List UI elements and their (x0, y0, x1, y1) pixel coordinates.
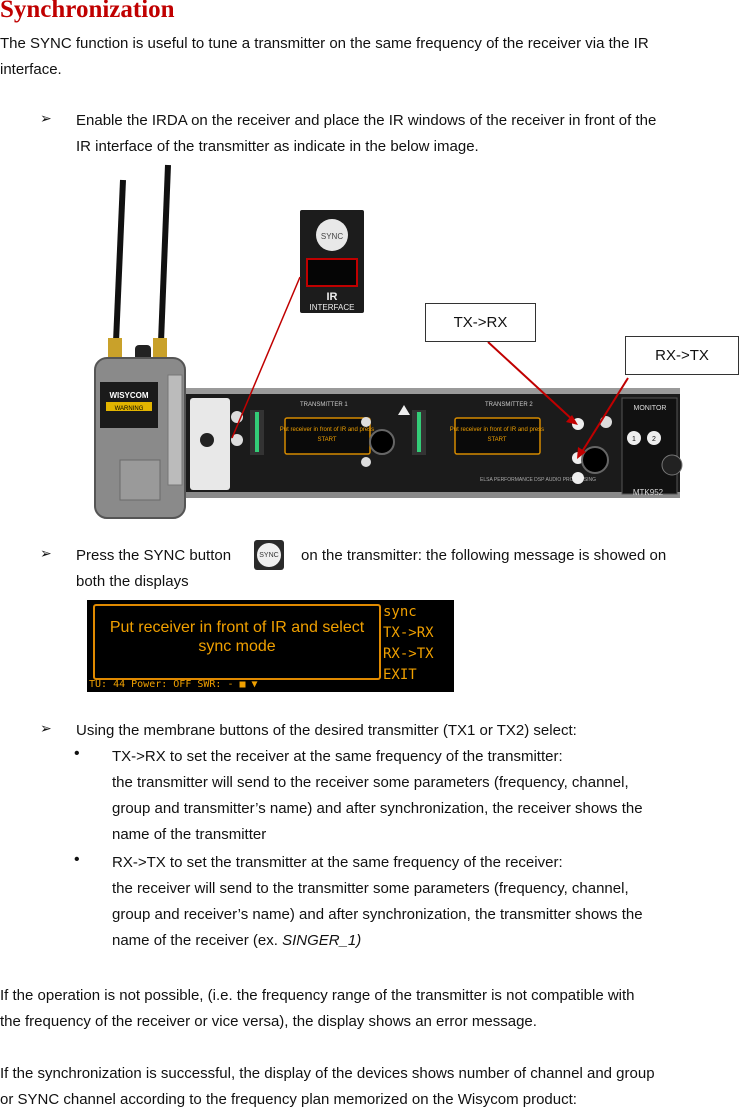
callout-txrx: TX->RX (425, 303, 536, 342)
small-lcd-line1: Put receiver in front of IR and press (280, 427, 374, 433)
warning-label: WARNING (115, 406, 144, 412)
menu-exit: EXIT (383, 667, 417, 683)
sync-button-icon: SYNC (254, 540, 284, 570)
bodypack-transmitter: WISYCOM WARNING (94, 164, 186, 519)
bullet-rxtx: RX->TX to set the transmitter at the sam… (112, 854, 643, 949)
sync-label: SYNC (321, 232, 343, 241)
arrow-bullet-icon: ➢ (40, 110, 52, 126)
ir-interface-inset: SYNC IR INTERFACE (300, 210, 364, 313)
step2-line1-end: on the transmitter: the following messag… (301, 547, 667, 564)
menu-sync: sync (383, 604, 417, 620)
small-lcd-line2: START (317, 437, 336, 443)
arrow-bullet-icon: ➢ (40, 720, 52, 736)
sync-display: Put receiver in front of IR and select s… (87, 600, 454, 692)
dot-bullet-icon: • (74, 745, 80, 762)
ir-label: IR (327, 291, 338, 303)
brand-label: WISYCOM (109, 391, 148, 400)
arrow-bullet-icon: ➢ (40, 545, 52, 561)
bullet-txrx: TX->RX to set the receiver at the same f… (112, 748, 643, 843)
menu-txrx: TX->RX (383, 625, 434, 641)
small-lcd2-line2: START (487, 437, 506, 443)
svg-text:1: 1 (632, 436, 636, 443)
step2-line1-start: Press the SYNC button (76, 547, 232, 564)
model-label: MTK952 (633, 488, 664, 497)
display-status-bar: TU: 44 Power: OFF SWR: - ■ ▼ (89, 679, 258, 690)
svg-text:2: 2 (652, 436, 656, 443)
callout-rxtx: RX->TX (625, 336, 739, 375)
intro-line-1: The SYNC function is useful to tune a tr… (0, 35, 649, 52)
error-paragraph: If the operation is not possible, (i.e. … (0, 987, 635, 1030)
receiver-transmitter-figure: Put receiver in front of IR and press ST… (94, 164, 683, 519)
menu-rxtx: RX->TX (383, 646, 434, 662)
step1-text: Enable the IRDA on the receiver and plac… (76, 112, 657, 155)
interface-label: INTERFACE (310, 303, 355, 312)
success-paragraph: If the synchronization is successful, th… (0, 1065, 655, 1108)
rxtx-arrow (579, 377, 629, 456)
transmitter1-label: TRANSMITTER 1 (300, 402, 348, 408)
transmitter2-label: TRANSMITTER 2 (485, 402, 533, 408)
txrx-arrow (487, 341, 576, 423)
step2-line2: both the displays (76, 573, 189, 590)
processing-label: ELSA PERFORMANCE DSP AUDIO PROCESSING (480, 477, 596, 483)
small-lcd2-line1: Put receiver in front of IR and press (450, 427, 544, 433)
display-side-menu: sync TX->RX RX->TX EXIT (383, 602, 434, 686)
inset-pointer-line (231, 276, 301, 439)
step3-text: Using the membrane buttons of the desire… (76, 722, 577, 739)
intro-paragraph: The SYNC function is useful to tune a tr… (0, 31, 649, 83)
intro-line-2: interface. (0, 61, 62, 78)
display-main-message: Put receiver in front of IR and select s… (93, 604, 381, 680)
rack-receiver: Put receiver in front of IR and press ST… (185, 388, 683, 498)
monitor-label: MONITOR (634, 405, 667, 412)
dot-bullet-icon: • (74, 851, 80, 868)
page-title: Synchronization (0, 0, 175, 23)
